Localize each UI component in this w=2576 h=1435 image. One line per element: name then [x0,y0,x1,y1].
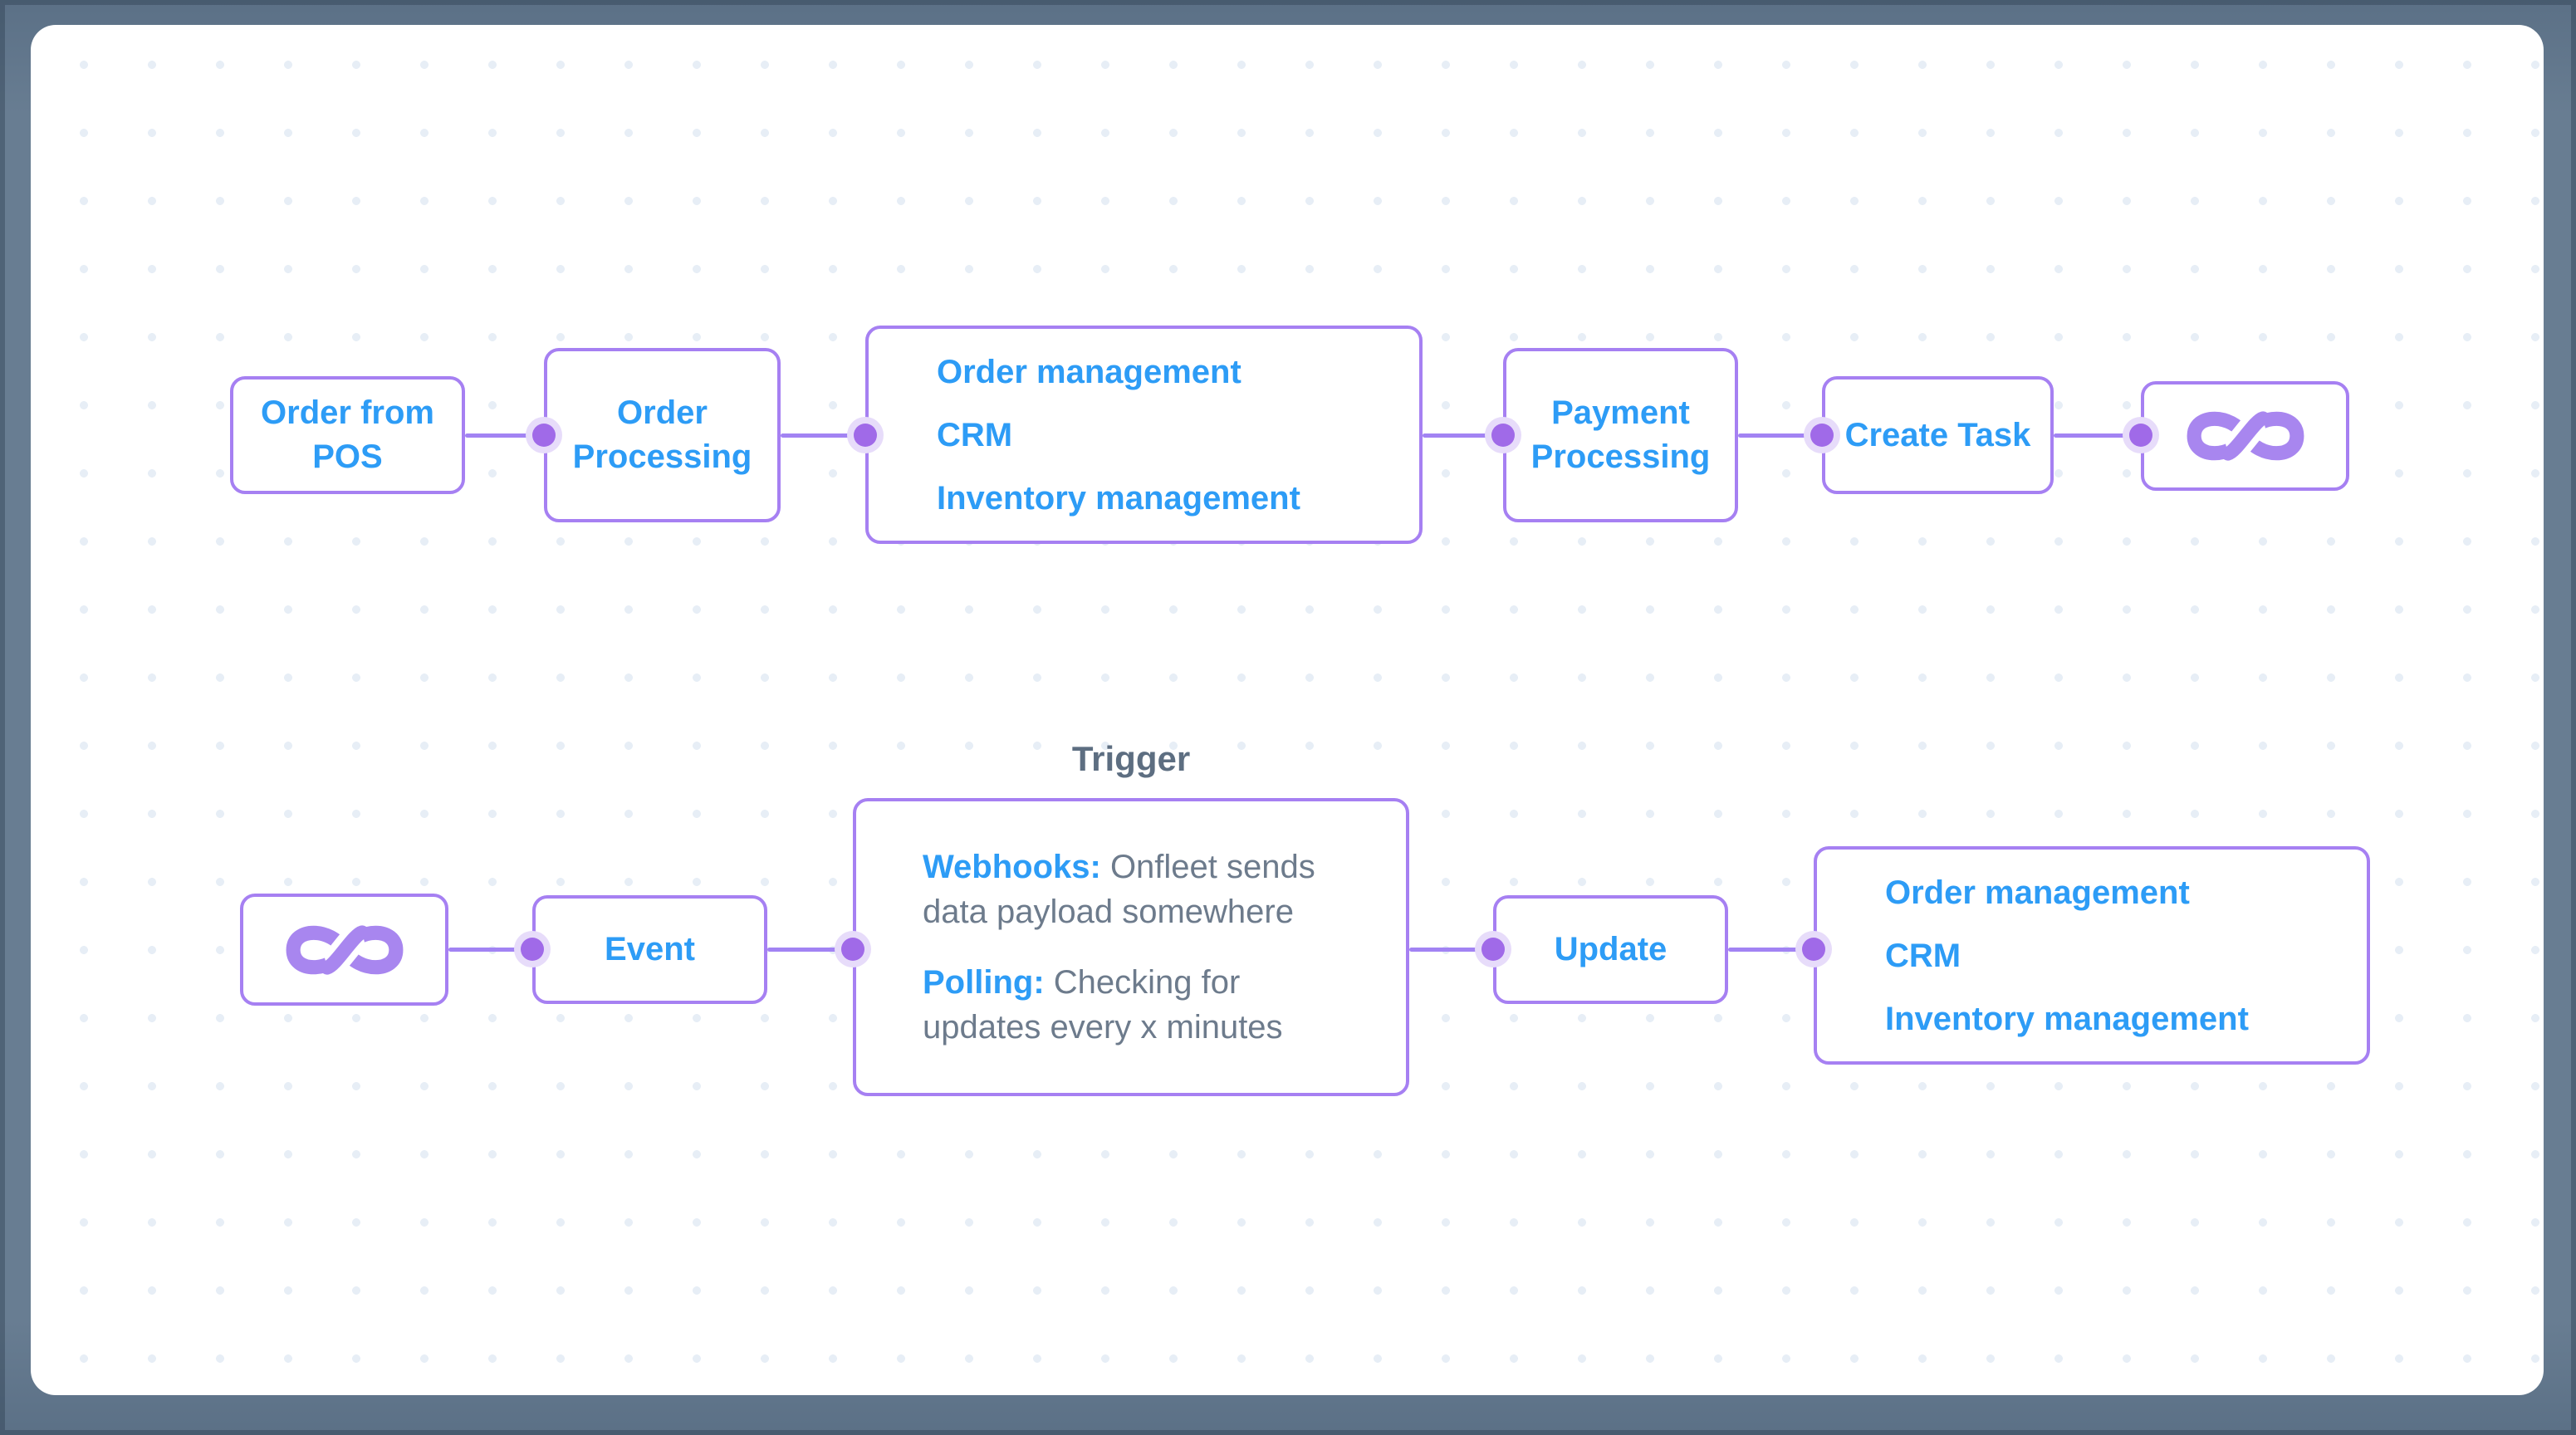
connection-port[interactable] [1485,417,1521,453]
node-label: Order from POS [261,394,434,475]
connector-line [1728,948,1815,952]
node-label: Create Task [1844,416,2031,453]
webhooks-line: Webhooks: Onfleet sends data payload som… [923,845,1359,935]
polling-line: Polling: Checking for updates every x mi… [923,960,1359,1051]
connection-port[interactable] [1475,931,1511,967]
infinity-icon [2180,403,2311,469]
connection-port[interactable] [1795,931,1832,967]
connector-line [781,433,867,438]
connector-line [465,433,546,438]
node-label: Order Processing [572,394,752,475]
connector-line [1423,433,1505,438]
node-onfleet-top[interactable] [2141,381,2349,491]
connector-line [1409,948,1495,952]
infinity-icon [279,917,410,983]
flow-canvas[interactable] [31,25,2544,1395]
node-label: Update [1554,931,1668,968]
connector-line [767,948,855,952]
node-create-task[interactable]: Create Task [1822,376,2054,494]
node-systems-list-bottom[interactable]: Order management CRM Inventory managemen… [1814,846,2370,1065]
connector-line [2054,433,2143,438]
connection-port[interactable] [847,417,884,453]
node-event[interactable]: Event [532,895,767,1004]
list-item: CRM [1885,937,1961,974]
node-label: Event [605,931,695,968]
connector-line [448,948,534,952]
node-trigger-description[interactable]: Webhooks: Onfleet sends data payload som… [853,798,1409,1096]
list-item: Inventory management [1885,1000,2249,1037]
connection-port[interactable] [2123,417,2159,453]
node-order-processing[interactable]: Order Processing [544,348,781,522]
connector-line [1738,433,1824,438]
list-item: Order management [1885,874,2190,911]
connection-port[interactable] [1804,417,1840,453]
connection-port[interactable] [835,931,871,967]
webhooks-keyword: Webhooks: [923,848,1101,885]
node-onfleet-bottom[interactable] [240,894,448,1006]
connection-port[interactable] [526,417,562,453]
polling-keyword: Polling: [923,963,1045,1001]
list-item: Inventory management [937,479,1300,517]
connection-port[interactable] [514,931,551,967]
node-label: Payment Processing [1530,394,1711,475]
list-item: CRM [937,416,1013,453]
polling-text: Checking for updates every x minutes [923,963,1283,1046]
node-systems-list-top[interactable]: Order management CRM Inventory managemen… [865,326,1423,544]
node-order-from-pos[interactable]: Order from POS [230,376,465,494]
node-update[interactable]: Update [1493,895,1728,1004]
trigger-heading: Trigger [1071,739,1191,778]
list-item: Order management [937,353,1241,390]
node-payment-processing[interactable]: Payment Processing [1503,348,1738,522]
webhooks-text: Onfleet sends data payload somewhere [923,848,1315,931]
